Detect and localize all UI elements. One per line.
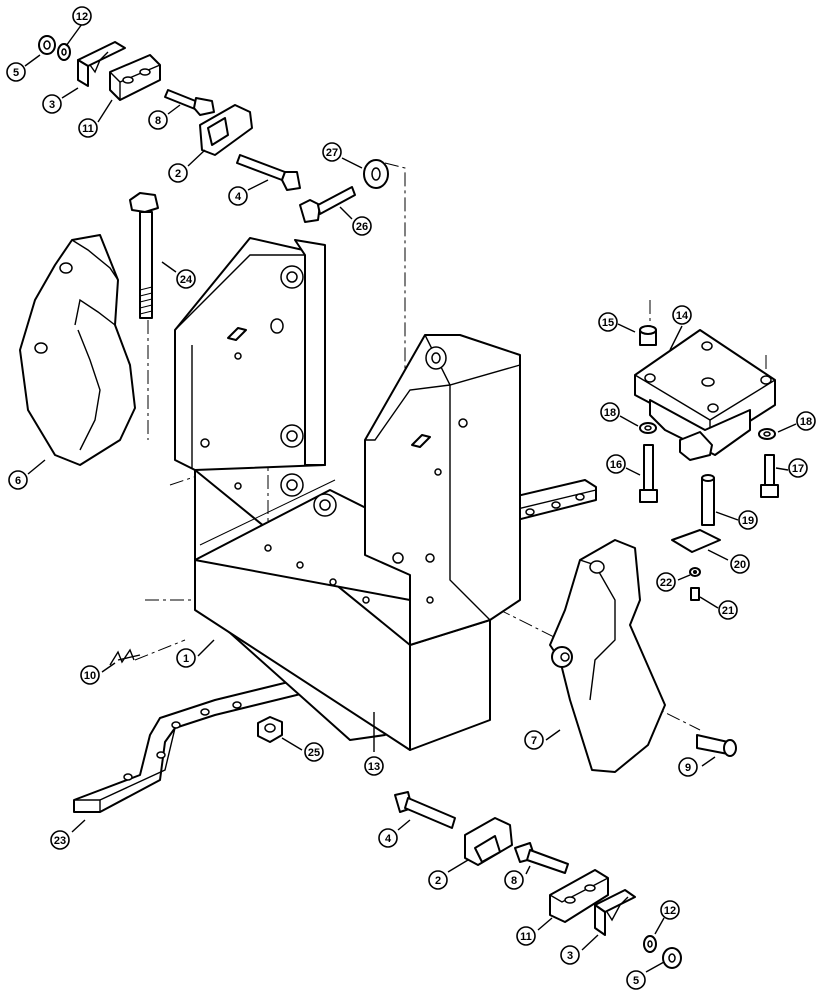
leader-lines [24, 23, 797, 973]
svg-text:10: 10 [84, 670, 96, 682]
callout-14: 14 [672, 305, 692, 325]
svg-text:3: 3 [567, 950, 573, 962]
callout-6: 6 [8, 470, 28, 490]
callout-2-bottom: 2 [428, 870, 448, 890]
svg-text:7: 7 [531, 735, 537, 747]
svg-text:6: 6 [15, 475, 21, 487]
svg-text:9: 9 [685, 762, 691, 774]
svg-text:1: 1 [183, 653, 189, 665]
top-hardware [38, 35, 389, 319]
callout-4-top: 4 [228, 186, 248, 206]
bottom-hardware [394, 791, 682, 969]
svg-text:4: 4 [235, 191, 242, 203]
callout-26: 26 [352, 216, 372, 236]
callout-11-top: 11 [78, 118, 98, 138]
callout-5-top: 5 [6, 62, 26, 82]
svg-text:12: 12 [76, 11, 88, 23]
svg-text:12: 12 [664, 905, 676, 917]
svg-text:26: 26 [356, 221, 368, 233]
main-frame-1 [174, 237, 521, 751]
pin-9 [696, 734, 737, 757]
callout-7: 7 [524, 730, 544, 750]
svg-text:11: 11 [520, 931, 532, 943]
callout-21: 21 [718, 600, 738, 620]
svg-text:20: 20 [734, 559, 746, 571]
svg-text:11: 11 [82, 123, 94, 135]
mechanism-14 [634, 325, 779, 601]
svg-text:22: 22 [660, 577, 672, 589]
callout-5-bottom: 5 [626, 970, 646, 990]
svg-text:3: 3 [49, 99, 55, 111]
callout-18-right: 18 [796, 411, 816, 431]
callout-27: 27 [322, 142, 342, 162]
svg-text:24: 24 [180, 274, 193, 286]
svg-text:5: 5 [13, 67, 19, 79]
callout-9: 9 [678, 757, 698, 777]
callout-17: 17 [788, 458, 808, 478]
callout-13: 13 [364, 756, 384, 776]
svg-text:2: 2 [175, 168, 181, 180]
callout-23: 23 [50, 830, 70, 850]
callout-22: 22 [656, 572, 676, 592]
guard-6 [19, 234, 136, 466]
callout-12-bottom: 12 [660, 900, 680, 920]
callout-3-top: 3 [42, 94, 62, 114]
svg-text:8: 8 [511, 875, 517, 887]
callout-8-bottom: 8 [504, 870, 524, 890]
clip-10 [109, 648, 141, 666]
svg-text:15: 15 [602, 317, 614, 329]
svg-text:19: 19 [742, 515, 754, 527]
svg-text:4: 4 [385, 833, 392, 845]
callout-1: 1 [176, 648, 196, 668]
svg-text:23: 23 [54, 835, 66, 847]
svg-text:18: 18 [800, 416, 812, 428]
callout-18-left: 18 [600, 402, 620, 422]
callout-11-bottom: 11 [516, 926, 536, 946]
upper-bar [499, 479, 597, 524]
callout-24: 24 [176, 269, 196, 289]
svg-text:18: 18 [604, 407, 616, 419]
callout-10: 10 [80, 665, 100, 685]
callout-20: 20 [730, 554, 750, 574]
svg-text:14: 14 [676, 310, 689, 322]
callout-12-top: 12 [72, 6, 92, 26]
svg-text:13: 13 [368, 761, 380, 773]
svg-text:27: 27 [326, 147, 338, 159]
svg-text:25: 25 [308, 747, 320, 759]
callout-19: 19 [738, 510, 758, 530]
callout-3-bottom: 3 [560, 945, 580, 965]
callout-2-top: 2 [168, 163, 188, 183]
callout-16: 16 [606, 454, 626, 474]
svg-text:8: 8 [155, 115, 161, 127]
svg-text:21: 21 [722, 605, 734, 617]
svg-text:2: 2 [435, 875, 441, 887]
svg-text:5: 5 [633, 975, 639, 987]
guard-7 [549, 539, 666, 773]
svg-text:17: 17 [792, 463, 804, 475]
callout-15: 15 [598, 312, 618, 332]
callout-8-top: 8 [148, 110, 168, 130]
callout-25: 25 [304, 742, 324, 762]
nut-25 [257, 716, 283, 743]
svg-text:16: 16 [610, 459, 622, 471]
callout-4-bottom: 4 [378, 828, 398, 848]
